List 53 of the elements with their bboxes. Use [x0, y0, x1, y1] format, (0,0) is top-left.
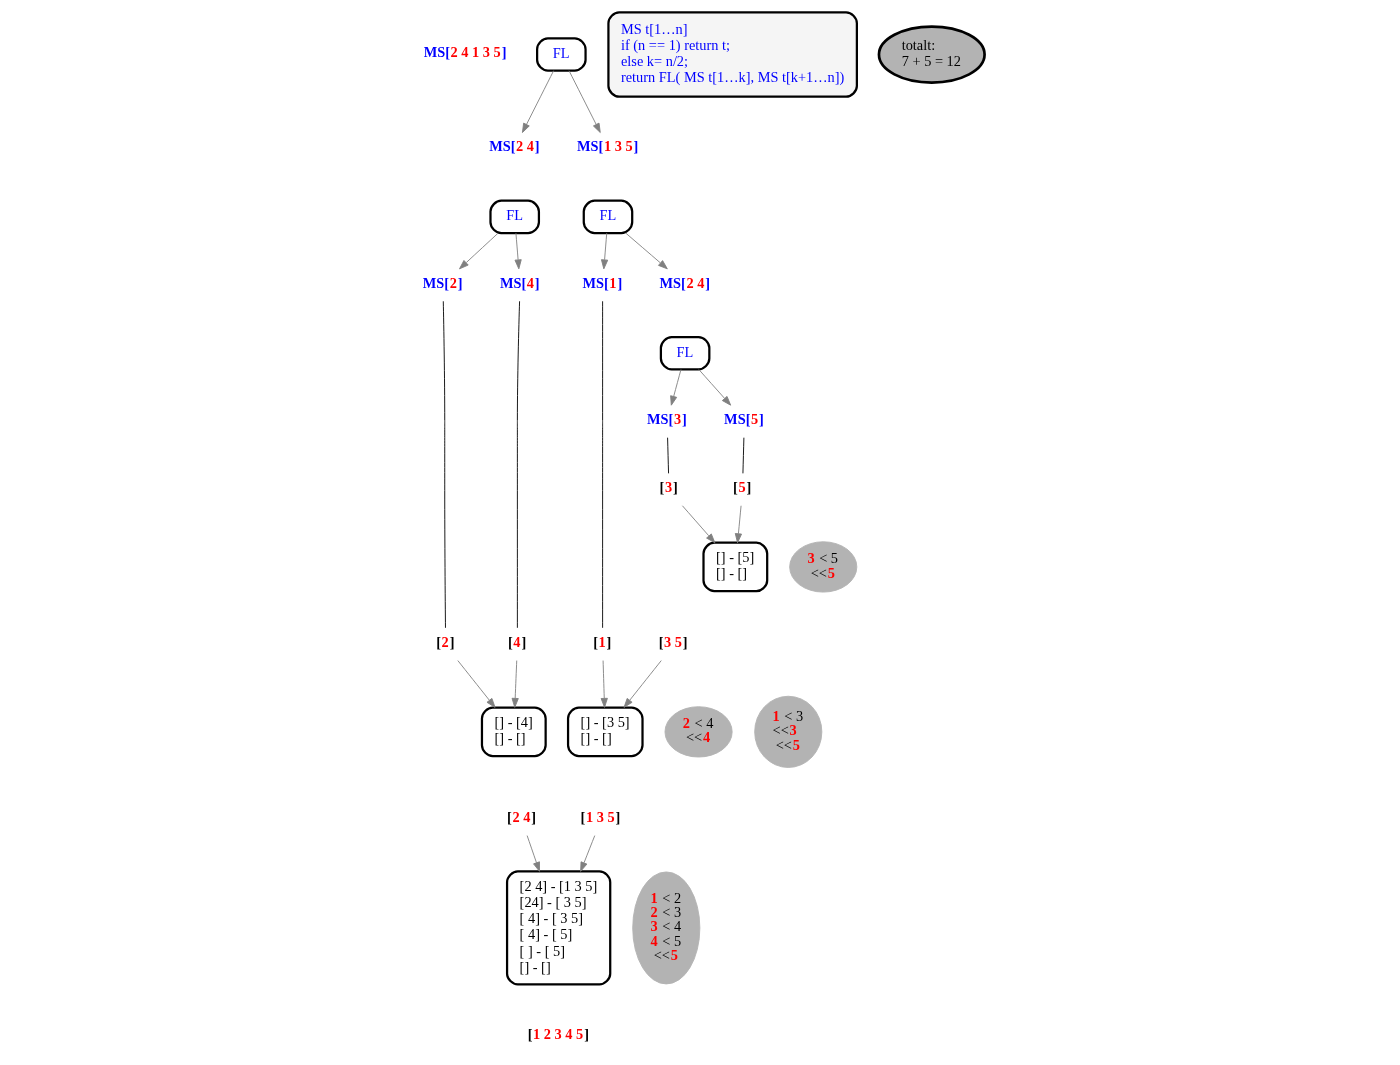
node-text: MS[2 4] — [489, 138, 540, 155]
node-text: MS[1] — [582, 274, 623, 291]
node-circle: 1 < 3 <<3 <<5 — [754, 695, 823, 768]
arrow — [681, 505, 716, 544]
arrow — [511, 660, 519, 708]
node-text: [3 5] — [658, 633, 688, 650]
node-text: [1] — [593, 633, 612, 650]
arrow — [698, 369, 732, 406]
node-text: [4] — [507, 633, 527, 650]
connector — [516, 300, 521, 629]
connector — [667, 437, 669, 474]
arrow — [521, 70, 555, 133]
node-text: [5] — [733, 479, 752, 496]
node-box: MS t[1…n] if (n == 1) return t; else k= n/2; return FL( MS t[1…k], MS t[k+1…n]) — [607, 11, 858, 98]
node-text: [1 2 3 4 5] — [527, 1025, 589, 1042]
node-text: [1 3 5] — [580, 808, 621, 825]
node-box: FL — [536, 37, 587, 72]
arrow — [734, 505, 742, 544]
arrow — [526, 835, 540, 872]
node-box: [] - [3 5] [] - [] — [566, 706, 644, 758]
node-text: MS[1 3 5] — [577, 138, 639, 155]
arrow — [457, 660, 496, 708]
arrow — [600, 660, 608, 708]
node-box: FL — [659, 335, 711, 371]
arrow — [625, 232, 668, 270]
arrow — [623, 660, 662, 708]
node-text: MS[2 4 1 3 5] — [423, 44, 507, 61]
node-box: [] - [4] [] - [] — [480, 706, 547, 758]
arrow — [459, 232, 499, 270]
node-text: MS[2 4] — [659, 274, 711, 291]
arrow — [600, 232, 609, 270]
node-text: MS[5] — [724, 410, 764, 427]
node-text: [2] — [436, 633, 455, 650]
arrow — [568, 70, 601, 133]
node-ellipse: 3 < 5 <<5 — [789, 541, 858, 593]
node-text: MS[3] — [647, 410, 687, 427]
node-text: MS[4] — [499, 274, 540, 291]
node-ellipse: totalt: 7 + 5 = 12 — [877, 25, 986, 84]
arrow — [670, 369, 682, 406]
node-text: [3] — [659, 479, 678, 496]
node-text: MS[2] — [422, 274, 463, 291]
connector — [442, 300, 446, 629]
arrow — [514, 232, 522, 270]
connector — [742, 437, 745, 474]
arrow — [580, 835, 596, 872]
node-box: FL — [582, 199, 634, 235]
node-ellipse: 2 < 4 <<4 — [664, 706, 733, 758]
node-ellipse: 1 < 2 2 < 3 3 < 4 4 < 5 <<5 — [632, 871, 701, 985]
connector — [602, 300, 604, 629]
node-box: [] - [5] [] - [] — [702, 541, 769, 593]
node-box: [2 4] - [1 3 5] [24] - [ 3 5] [ 4] - [ 3 5] [ 4] - [ 5] [ ] - [ 5] [] - [] — [505, 870, 612, 986]
node-box: FL — [489, 199, 541, 235]
node-text: [2 4] — [507, 808, 537, 825]
